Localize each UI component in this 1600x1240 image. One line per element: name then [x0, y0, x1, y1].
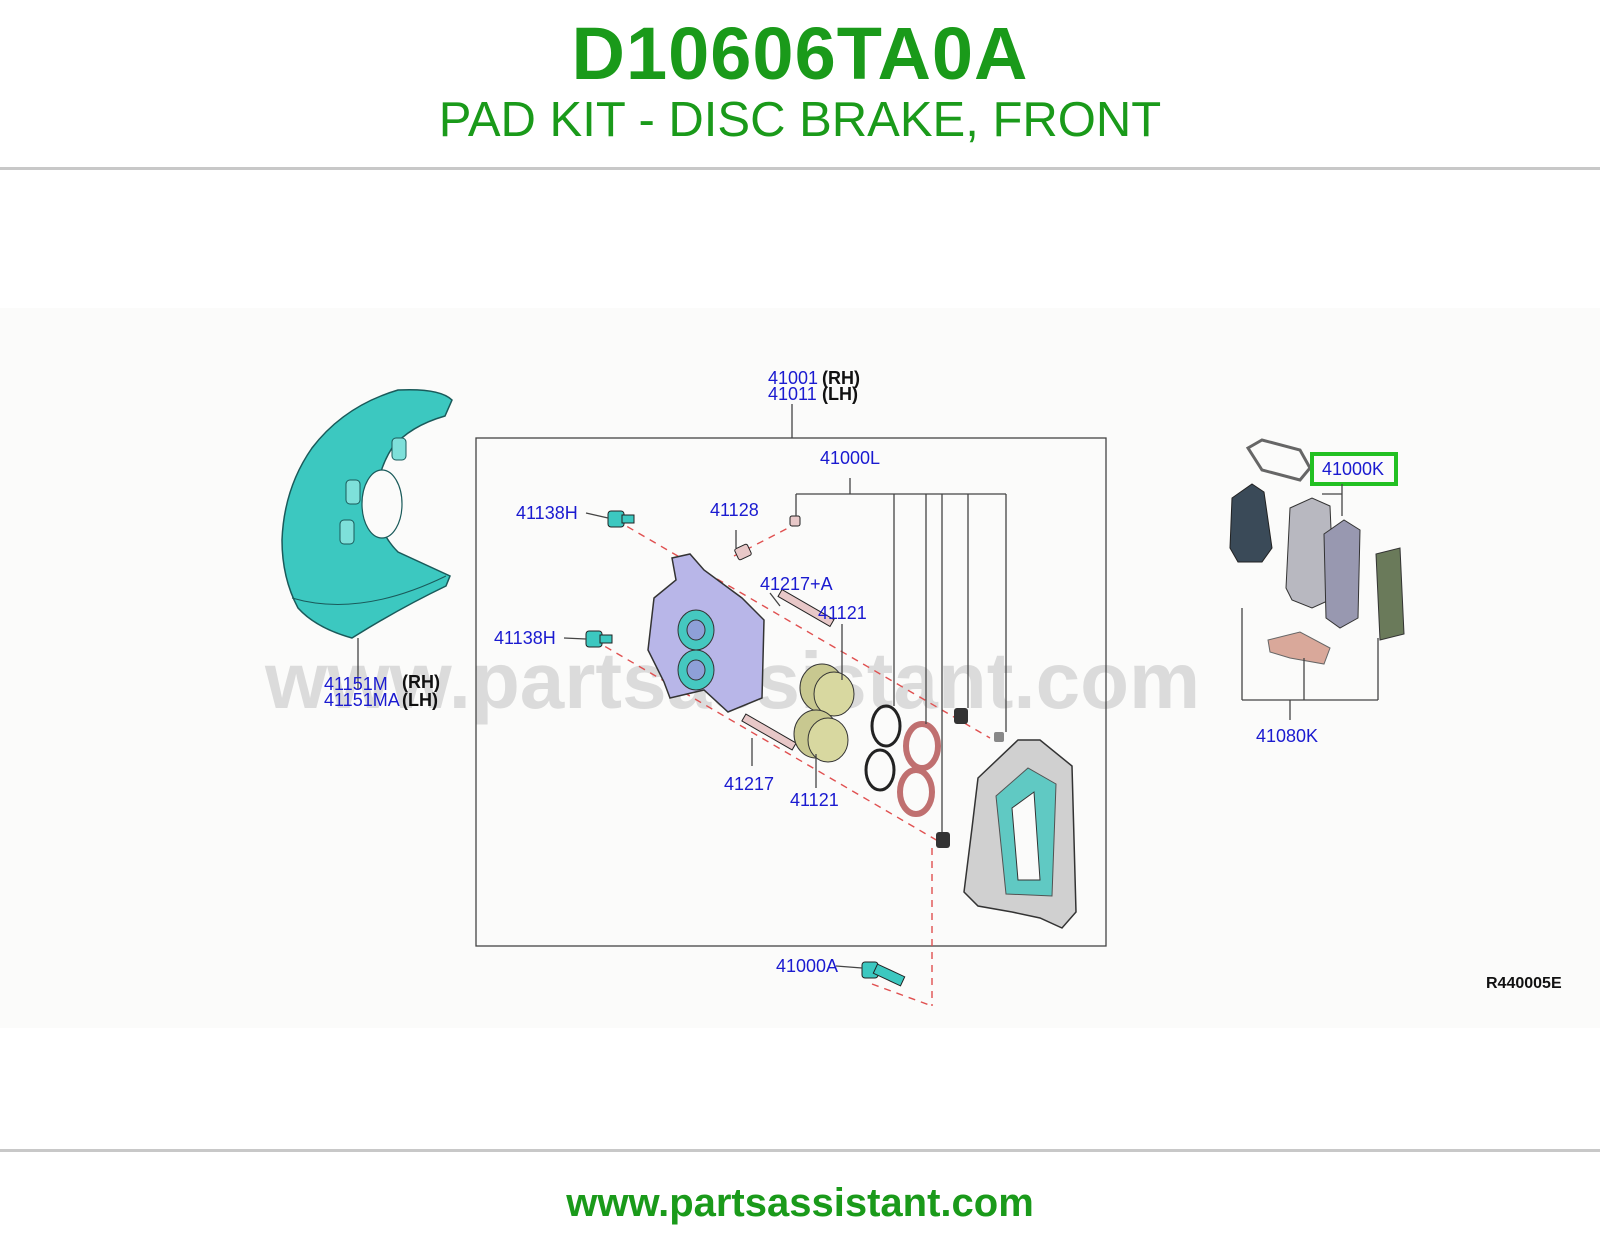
- bleeder-screw-icon: [734, 543, 752, 561]
- piston-upper-icon: [799, 663, 855, 717]
- label-caliper-lh[interactable]: 41011: [768, 384, 817, 404]
- label-caliper-rh[interactable]: 41001: [768, 368, 818, 388]
- part-description: PAD KIT - DISC BRAKE, FRONT: [438, 93, 1162, 147]
- side-lh-shield: (LH): [402, 690, 438, 710]
- label-mount-bolt[interactable]: 41000A: [776, 956, 838, 976]
- parts-diagram: www.partsassistant.com: [0, 308, 1600, 1028]
- pin-boot-lower-icon: [936, 832, 950, 848]
- boot-lower-icon: [897, 767, 935, 817]
- pad-shim-outer-icon: [1229, 483, 1273, 563]
- brake-pad-inner-icon: [1285, 497, 1335, 609]
- small-plug-icon: [994, 732, 1004, 742]
- label-pin-upper[interactable]: 41217+A: [760, 574, 833, 594]
- figure-code: R440005E: [1486, 975, 1562, 992]
- mount-bolt-icon: [861, 961, 906, 987]
- label-seal-kit[interactable]: 41000L: [820, 448, 880, 468]
- label-bolt-upper[interactable]: 41138H: [516, 503, 578, 523]
- seal-ring-upper-icon: [870, 704, 902, 748]
- label-bolt-lower[interactable]: 41138H: [494, 628, 556, 648]
- footer-divider: [0, 1149, 1600, 1152]
- label-pin-lower[interactable]: 41217: [724, 774, 774, 794]
- guide-pin-lower-icon: [741, 713, 797, 751]
- side-lh-caliper: (LH): [822, 384, 858, 404]
- label-hardware-kit[interactable]: 41080K: [1256, 726, 1318, 746]
- splash-shield-icon: [281, 388, 453, 639]
- header-divider: [0, 167, 1600, 170]
- part-number-title: D10606TA0A: [571, 12, 1029, 95]
- piston-lower-icon: [793, 709, 849, 763]
- caliper-body-icon: [647, 553, 765, 713]
- brake-pad-outer-icon: [1323, 519, 1361, 629]
- label-bleeder[interactable]: 41128: [710, 500, 759, 520]
- seal-ring-lower-icon: [864, 748, 896, 792]
- side-rh-caliper: (RH): [822, 368, 860, 388]
- caliper-assembly-frame: [475, 437, 1107, 947]
- pad-shim-inner-icon: [1375, 547, 1405, 641]
- pad-clip-lower-icon: [1267, 631, 1331, 665]
- label-shield-rh[interactable]: 41151M: [324, 674, 388, 694]
- guide-pin-upper-icon: [777, 588, 835, 628]
- label-piston-upper[interactable]: 41121: [818, 603, 867, 623]
- page-header: D10606TA0A PAD KIT - DISC BRAKE, FRONT: [0, 0, 1600, 168]
- bolt-upper-icon: [607, 510, 635, 528]
- label-piston-lower[interactable]: 41121: [790, 790, 839, 810]
- pad-kit-highlight: [1310, 452, 1398, 486]
- label-shield-lh[interactable]: 41151MA: [324, 690, 400, 710]
- caliper-bracket-icon: [963, 739, 1077, 929]
- footer-url[interactable]: www.partsassistant.com: [566, 1181, 1034, 1225]
- diagram-background: [0, 308, 1600, 1028]
- boot-upper-icon: [903, 721, 941, 771]
- bleeder-cap-icon: [789, 515, 801, 527]
- pin-boot-upper-icon: [954, 708, 968, 724]
- label-pad-kit[interactable]: 41000K: [1322, 459, 1384, 479]
- diagram-canvas: www.partsassistant.com: [0, 308, 1600, 1028]
- side-rh-shield: (RH): [402, 672, 440, 692]
